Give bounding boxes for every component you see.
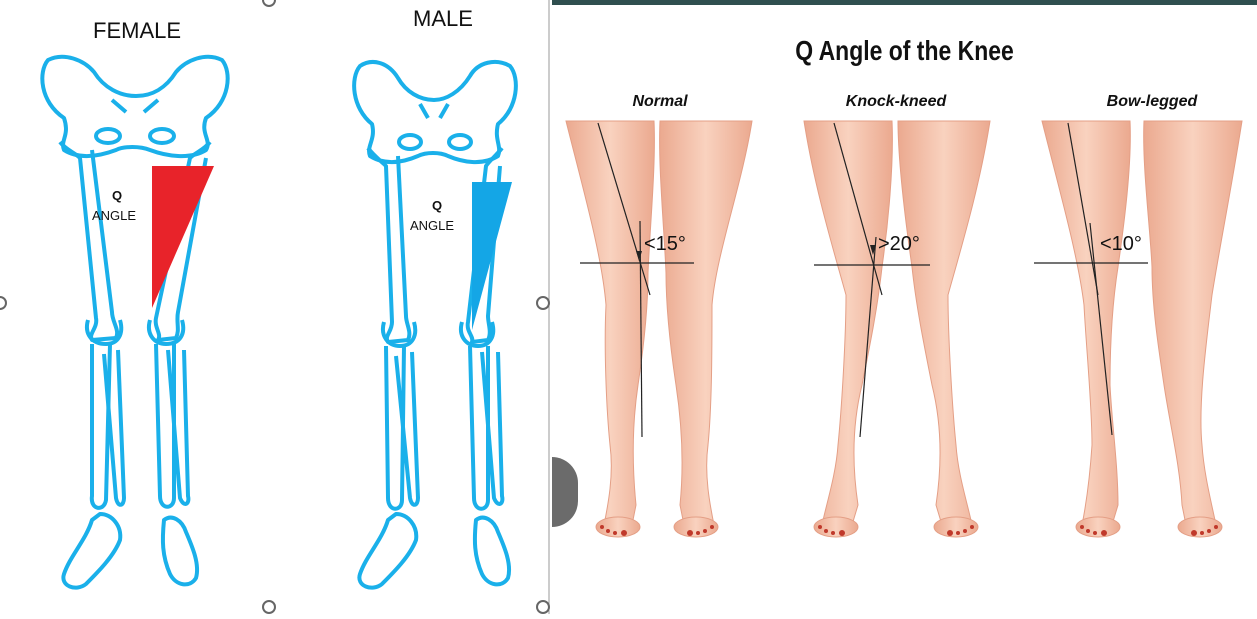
female-left-foot bbox=[63, 514, 120, 588]
knock-kneed-legs bbox=[804, 121, 990, 537]
resize-handle-right[interactable] bbox=[536, 296, 550, 310]
knee-diagram-panel: Q Angle of the Knee Normal Knock-kneed B… bbox=[552, 0, 1257, 614]
male-q-angle-triangle bbox=[472, 182, 512, 330]
knee-title: Q Angle of the Knee bbox=[615, 35, 1193, 67]
male-title: MALE bbox=[413, 6, 473, 32]
male-pelvis bbox=[354, 62, 516, 162]
skeleton-diagram-panel: FEMALE MALE Q ANGLE Q ANGLE bbox=[0, 0, 550, 614]
bow-legged-label: Bow-legged bbox=[1072, 93, 1232, 111]
female-q-label: Q bbox=[112, 188, 122, 203]
male-q-label: Q bbox=[432, 198, 442, 213]
male-left-foot bbox=[359, 514, 416, 588]
female-left-femur bbox=[60, 142, 117, 340]
bow-angle-value: <10° bbox=[1100, 233, 1142, 256]
resize-handle-corner[interactable] bbox=[536, 600, 550, 614]
normal-legs bbox=[566, 121, 752, 537]
bow-legged-legs bbox=[1042, 121, 1242, 537]
knock-kneed-label: Knock-kneed bbox=[816, 93, 976, 111]
female-angle-label: ANGLE bbox=[92, 208, 136, 223]
female-right-foot bbox=[163, 518, 197, 585]
male-right-foot bbox=[475, 518, 509, 585]
normal-angle-value: <15° bbox=[644, 233, 686, 256]
male-angle-label: ANGLE bbox=[410, 218, 454, 233]
female-left-tibia bbox=[92, 344, 110, 508]
resize-handle-bottom[interactable] bbox=[262, 600, 276, 614]
female-title: FEMALE bbox=[93, 18, 181, 44]
normal-label: Normal bbox=[580, 93, 740, 111]
male-left-femur bbox=[368, 148, 409, 342]
skeleton-illustration bbox=[0, 0, 550, 614]
female-pelvis bbox=[42, 57, 227, 156]
knock-angle-value: >20° bbox=[878, 233, 920, 256]
